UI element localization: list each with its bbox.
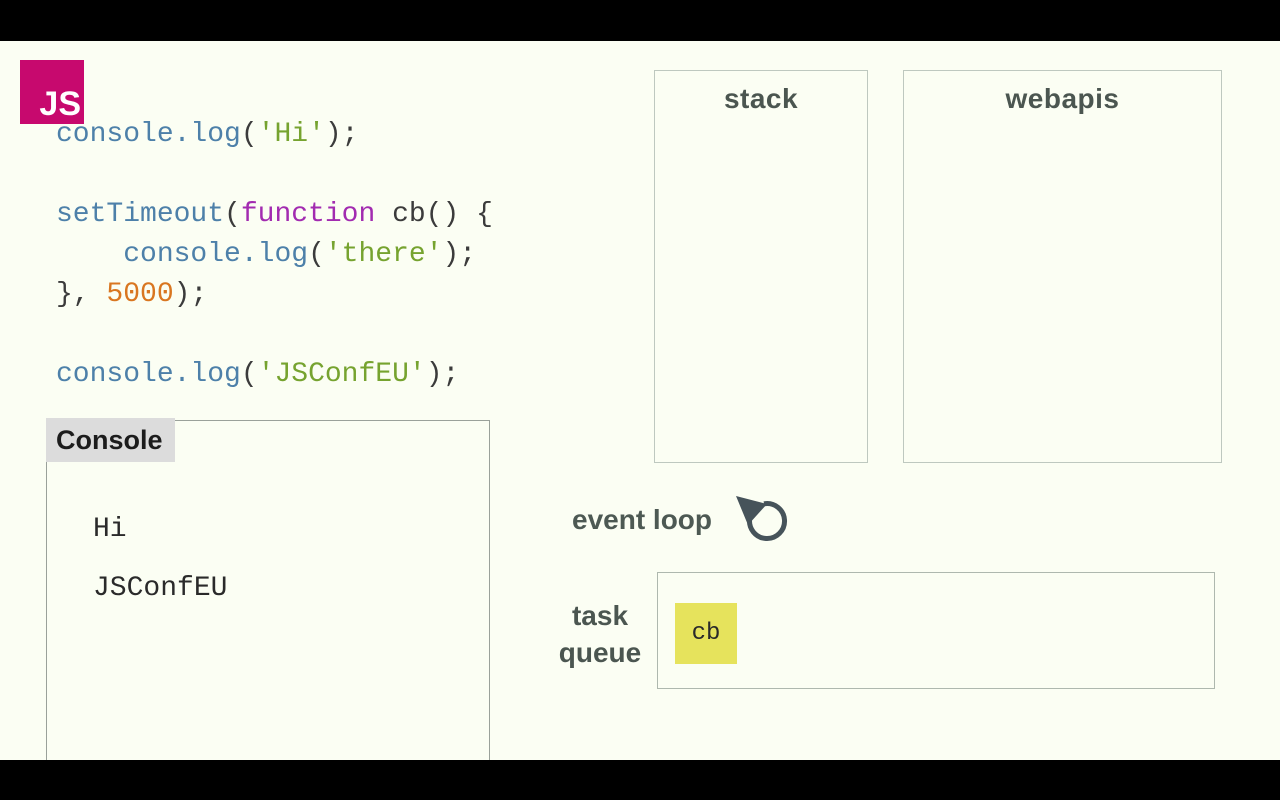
console-entry: Hi (93, 514, 127, 545)
task-queue-label-line1: task (571, 600, 629, 631)
code-line: console.log('there'); (56, 235, 493, 275)
counterclockwise-arrow-icon (736, 496, 788, 542)
code-token-ident: setTimeout (56, 199, 225, 230)
code-token-plain: ( (308, 239, 325, 270)
webapis-panel: webapis (903, 70, 1222, 463)
task-queue: cb (657, 572, 1215, 689)
code-line: console.log('JSConfEU'); (56, 355, 493, 395)
code-line: }, 5000); (56, 275, 493, 315)
code-token-ident: console.log (56, 119, 241, 150)
stack-panel-title: stack (723, 83, 799, 114)
code-token-plain: ); (425, 359, 460, 390)
console-entry: JSConfEU (93, 573, 228, 604)
code-token-string: 'JSConfEU' (257, 359, 426, 390)
code-token-plain: cb() { (375, 199, 493, 230)
code-token-plain: }, (56, 279, 107, 310)
code-token-plain: ( (240, 359, 258, 390)
webapis-panel-title: webapis (1005, 83, 1120, 114)
code-line: console.log('Hi'); (56, 115, 493, 155)
code-line (56, 315, 493, 355)
code-token-plain: ); (324, 119, 359, 150)
code-token-string: 'there' (324, 239, 443, 270)
code-token-string: 'Hi' (257, 119, 325, 150)
task-chip: cb (675, 603, 737, 664)
code-editor[interactable]: console.log('Hi'); setTimeout(function c… (56, 115, 493, 395)
letterbox-bottom (0, 760, 1280, 800)
js-logo-text: JS (39, 85, 81, 123)
code-token-plain (56, 239, 123, 270)
js-logo: JS (20, 60, 84, 124)
code-token-plain: ); (173, 279, 208, 310)
code-token-plain: ( (240, 119, 258, 150)
console-tab: Console (46, 418, 175, 462)
code-token-plain: ( (224, 199, 241, 230)
event-loop-label: event loop (572, 504, 713, 535)
loupe-app-background (0, 41, 1280, 760)
code-token-ident: console.log (56, 359, 241, 390)
code-line: setTimeout(function cb() { (56, 195, 493, 235)
code-token-ident: console.log (123, 239, 309, 270)
code-token-keyword: function (240, 199, 376, 230)
code-line (56, 155, 493, 195)
stack-panel: stack (654, 70, 868, 463)
task-queue-label: task queue (545, 597, 655, 671)
letterbox-top (0, 0, 1280, 41)
code-token-number: 5000 (106, 279, 174, 310)
code-token-plain: ); (442, 239, 477, 270)
task-queue-label-line2: queue (558, 637, 642, 668)
